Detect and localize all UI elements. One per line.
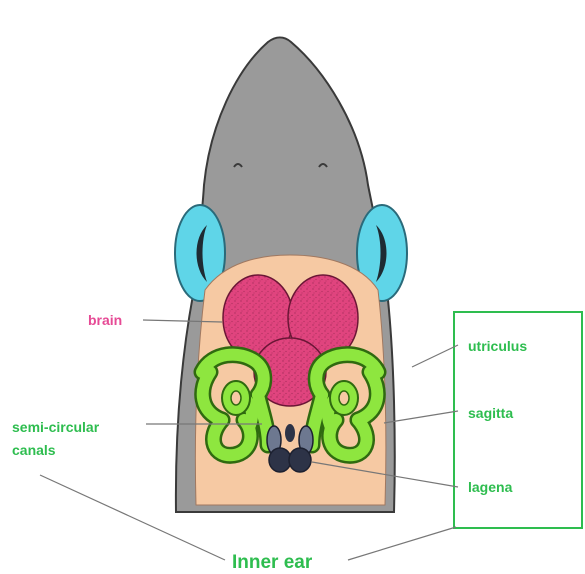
semi-circular-canals-label-line2: canals (12, 442, 56, 458)
utriculus-label: utriculus (468, 338, 527, 354)
brain-label: brain (88, 312, 122, 328)
lagena-label: lagena (468, 479, 513, 495)
semi-circular-canals-label-line1: semi-circular (12, 419, 100, 435)
sagitta-label: sagitta (468, 405, 513, 421)
inner-ear-label: Inner ear (232, 552, 313, 573)
